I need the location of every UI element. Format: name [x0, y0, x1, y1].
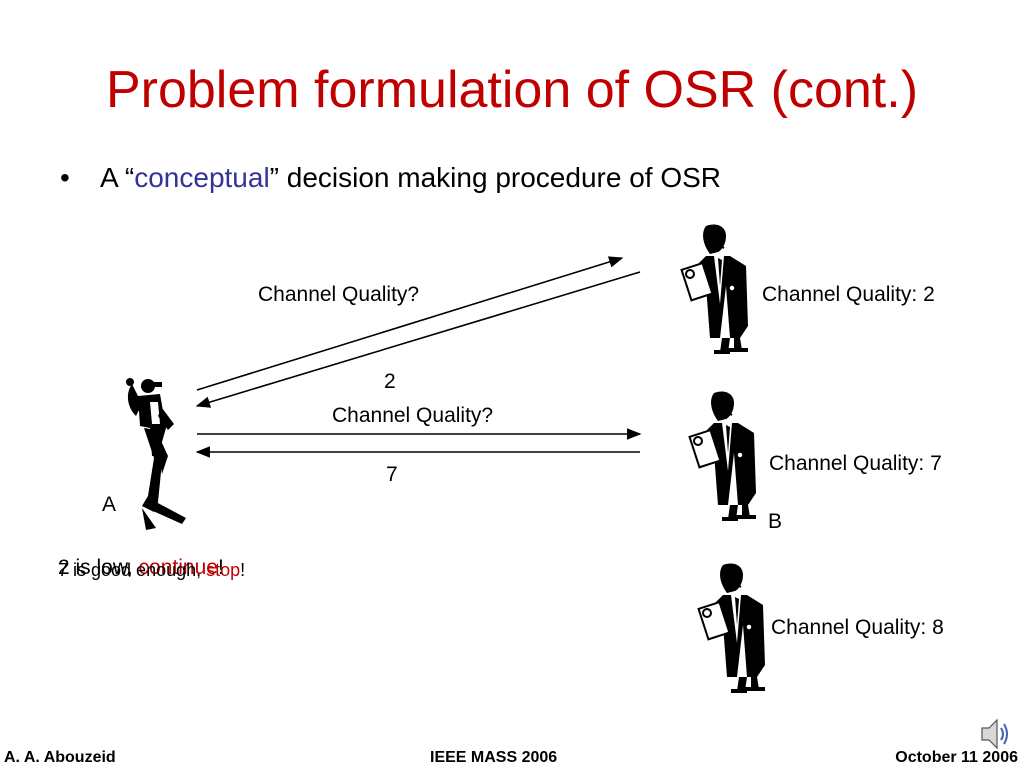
- bullet-text-after: ” decision making procedure of OSR: [269, 162, 721, 193]
- decision-low-prefix: 2 is low,: [58, 556, 139, 579]
- footer-venue: IEEE MASS 2006: [430, 749, 558, 766]
- decision-good: 7 is good enough, stop!: [58, 560, 245, 581]
- baseball-pitcher-icon: [126, 378, 186, 530]
- peer-2-quality: Channel Quality: 7: [769, 452, 942, 475]
- node-a-label: A: [102, 493, 117, 516]
- reply-label-2: 7: [386, 463, 398, 486]
- peer-3-quality: Channel Quality: 8: [771, 616, 944, 639]
- man-with-clipboard-icon: [696, 561, 767, 693]
- bullet-highlight: conceptual: [134, 162, 270, 193]
- decision-good-prefix: 7 is good enough,: [58, 560, 207, 580]
- decision-good-action: stop: [206, 560, 241, 580]
- footer-date: October 11 2006: [895, 749, 1018, 766]
- node-b-label: B: [768, 510, 783, 533]
- arrow-query-1: [196, 256, 624, 391]
- reply-label-1: 2: [384, 370, 396, 393]
- man-with-clipboard-icon: [687, 389, 758, 521]
- decision-low: 2 is low, continue!: [58, 556, 224, 580]
- query-label-1: Channel Quality?: [258, 283, 420, 306]
- footer-author: A. A. Abouzeid: [4, 749, 116, 766]
- peer-1-quality: Channel Quality: 2: [762, 283, 935, 306]
- decision-good-suffix: !: [240, 560, 246, 580]
- man-with-clipboard-icon: [679, 222, 750, 354]
- arrow-reply-1: [195, 271, 641, 408]
- slide-title: Problem formulation of OSR (cont.): [105, 61, 919, 119]
- decision-low-suffix: !: [217, 556, 224, 579]
- bullet-text-before: A “: [100, 162, 135, 193]
- bullet-item: • A “conceptual” decision making procedur…: [60, 162, 721, 194]
- decision-low-action: continue: [138, 556, 218, 579]
- speaker-icon[interactable]: [981, 718, 1008, 750]
- bullet-marker: •: [60, 162, 70, 193]
- query-label-2: Channel Quality?: [332, 404, 494, 427]
